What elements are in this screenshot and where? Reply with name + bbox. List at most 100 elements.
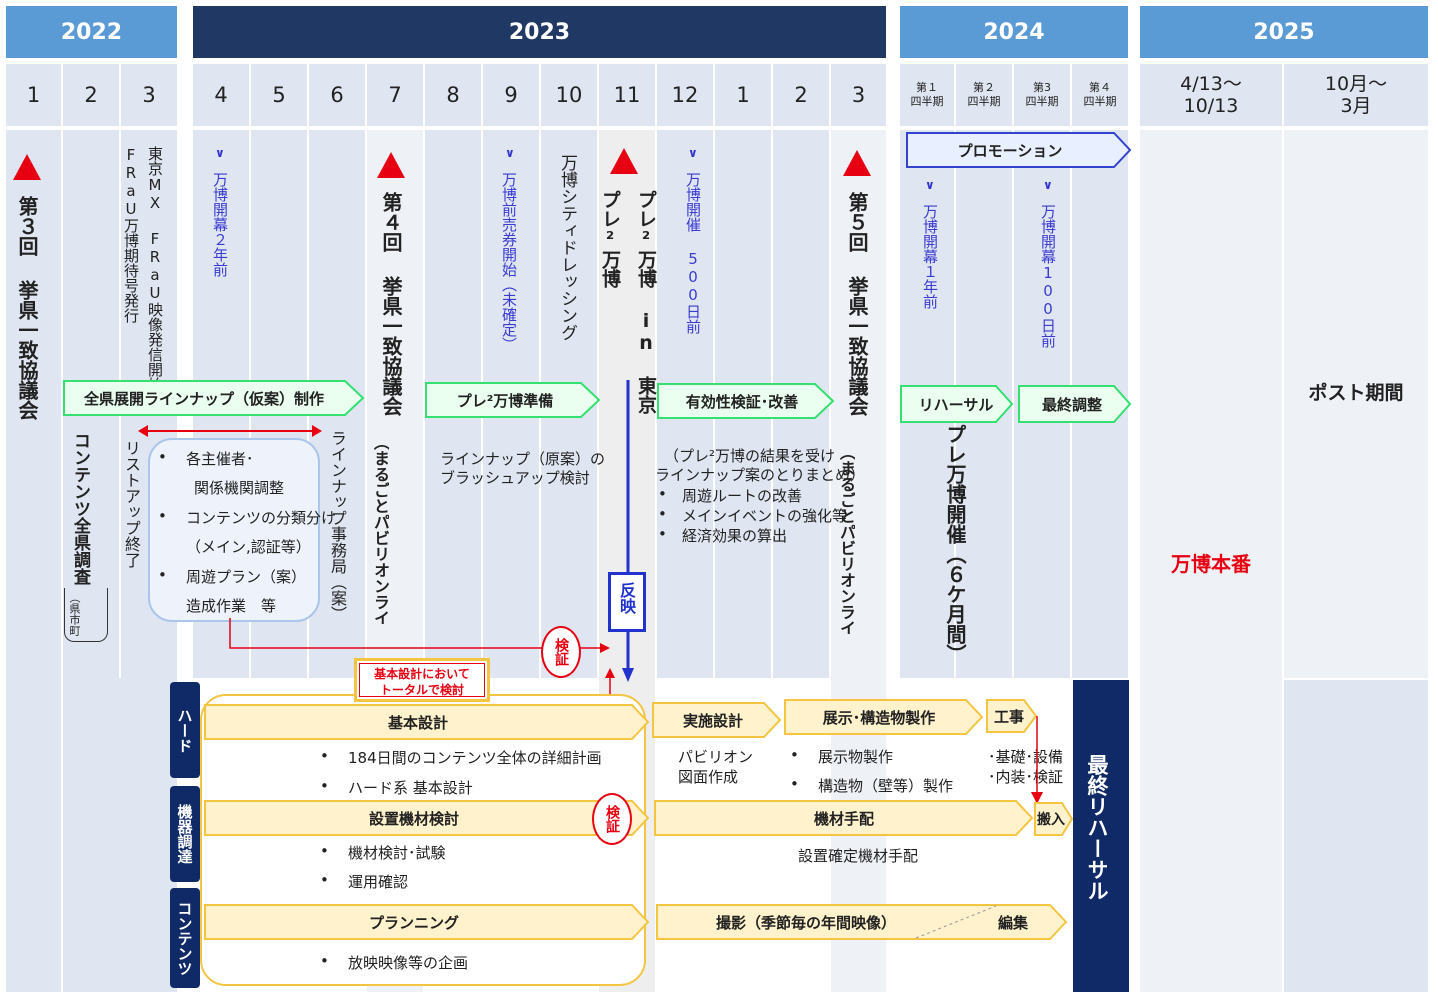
equipment-bullet-text: 機材検討･試験 xyxy=(348,844,446,862)
hard-bullet: • xyxy=(320,747,329,765)
secretariat-label: ラインナップ事務局（案） xyxy=(328,430,347,622)
verify-badge: 検証 xyxy=(592,793,632,845)
basic-design-band xyxy=(204,704,650,740)
total-note-line2: トータルで検討 xyxy=(379,683,464,697)
listup-label: リストアップ終了 xyxy=(122,440,141,568)
pre-expo-label: プレ²万博 xyxy=(599,190,621,288)
chevron-down-icon: ∨ xyxy=(505,146,515,160)
chevron-down-icon: ∨ xyxy=(215,146,225,160)
filming-label: 撮影（季節毎の年間映像） xyxy=(715,913,896,932)
final-rehearsal-block xyxy=(1073,680,1129,992)
equipment-bullet: • xyxy=(320,842,329,860)
year-2024: 2024 xyxy=(900,6,1128,58)
editing-label: 編集 xyxy=(997,913,1028,932)
procure-band xyxy=(654,800,1034,836)
after-pre-bullet: • xyxy=(658,485,667,503)
construction-note: ･基礎･設備 xyxy=(988,748,1064,766)
month-2023-7: 7 xyxy=(367,64,423,126)
col-2025-b-lower xyxy=(1284,680,1428,992)
month-2023-5: 5 xyxy=(251,64,307,126)
exec-note: 図面作成 xyxy=(678,768,739,786)
exhibit-bullet: • xyxy=(790,775,799,793)
after-pre-item: メインイベントの強化等 xyxy=(682,507,848,525)
exhibit-bullet: • xyxy=(790,746,799,764)
total-note-box xyxy=(354,658,490,702)
promotion-label: プロモーション xyxy=(957,141,1063,160)
col-jan-2022 xyxy=(6,130,61,992)
promotion-band xyxy=(906,132,1132,168)
survey-sub-box xyxy=(64,588,108,642)
rehearsal-band xyxy=(900,385,1014,423)
chevron-down-icon: ∨ xyxy=(688,146,698,160)
hard-bullet-text: ハード系 基本設計 xyxy=(348,779,473,797)
final-rehearsal-label: 最終リハーサル xyxy=(1085,754,1109,901)
lineup-bullet: • xyxy=(158,566,167,584)
month-2023-4: 4 xyxy=(193,64,249,126)
construction-arrow xyxy=(1031,716,1043,804)
city-dressing-label: 万博シティドレッシング xyxy=(557,154,577,341)
hard-bullet: • xyxy=(320,777,329,795)
month-2023-9: 9 xyxy=(483,64,539,126)
chevron-down-icon: ∨ xyxy=(925,178,935,192)
after-pre-bullet: • xyxy=(658,505,667,523)
month-2022-2: 2 xyxy=(63,64,119,126)
after-pre-text: ラインナップ案のとりまとめ） xyxy=(655,466,866,484)
validation-label: 有効性検証･改善 xyxy=(685,392,799,411)
col-mar-2024 xyxy=(831,130,886,992)
expo-main-label: 万博本番 xyxy=(1171,552,1251,576)
equipment-review-label: 設置機材検討 xyxy=(368,809,459,828)
exec-design-label: 実施設計 xyxy=(682,711,743,730)
total-note-line1: 基本設計において xyxy=(374,667,470,681)
council5-label: 第５回 挙県一致協議会 xyxy=(845,192,869,416)
month-2023-8: 8 xyxy=(425,64,481,126)
lineup-text: 周遊プラン（案） xyxy=(186,568,307,586)
lower-area-left xyxy=(63,678,177,992)
chevron-down-icon: ∨ xyxy=(1043,178,1053,192)
brushup-text: ブラッシュアップ検討 xyxy=(440,469,590,487)
after-pre-bullet: • xyxy=(658,525,667,543)
expo-100-label: 万博開幕100日前 xyxy=(1039,204,1057,348)
year-2023: 2023 xyxy=(193,6,886,58)
tab-contents: コンテンツ xyxy=(170,888,200,988)
pre-expo-6m-label: プレ万博開催（６ケ月間） xyxy=(943,424,967,664)
month-2024-2: 2 xyxy=(773,64,829,126)
post-period-label: ポスト期間 xyxy=(1308,382,1404,404)
lineup-bullet: • xyxy=(158,507,167,525)
after-pre-text: （プレ²万博の結果を受け xyxy=(664,447,836,465)
equipment-bullet-text: 運用確認 xyxy=(348,873,409,891)
col-2025-a xyxy=(1140,130,1282,992)
planning-band xyxy=(204,904,650,940)
lineup-bubble xyxy=(148,438,320,622)
construction-note: ･内装･検証 xyxy=(988,768,1064,786)
council3-label: 第３回 挙県一致協議会 xyxy=(15,196,39,420)
survey-sub: （県市町村団体等） xyxy=(68,592,81,636)
basic-design-label: 基本設計 xyxy=(387,713,448,732)
lineup-band xyxy=(63,380,365,416)
month-2023-12: 12 xyxy=(657,64,713,126)
carry-in-band xyxy=(1034,802,1074,836)
expo-1y-label: 万博開幕１年前 xyxy=(921,204,939,309)
range-arrow xyxy=(138,425,322,437)
lineup-text: （メイン,認証等） xyxy=(186,538,311,556)
lineup-draft-label: （まるごとパビリオンラインナップ原案） xyxy=(372,434,389,624)
milestone-triangle-council5 xyxy=(843,150,871,176)
planning-bullet: • xyxy=(320,952,329,970)
validation-band xyxy=(657,383,835,419)
exhibit-label: 展示･構造物製作 xyxy=(822,708,936,727)
verify-badge: 検証 xyxy=(541,626,581,678)
after-pre-item: 周遊ルートの改善 xyxy=(682,487,803,505)
final-adjust-label: 最終調整 xyxy=(1041,395,1102,414)
council4-label: 第４回 挙県一致協議会 xyxy=(379,192,403,416)
ticket-sale-label: 万博前売券開始（未確定） xyxy=(500,172,518,352)
month-2024-1: 1 xyxy=(715,64,771,126)
expo-2y-label: 万博開幕２年前 xyxy=(211,172,229,277)
brushup-text: ラインナップ（原案）の xyxy=(440,450,606,468)
planning-label: プランニング xyxy=(368,913,459,932)
tab-equipment: 機器調達 xyxy=(170,786,200,882)
lineup-bullet: • xyxy=(158,448,167,466)
period-2025-post: 10月～3月 xyxy=(1284,64,1428,126)
equipment-review-band xyxy=(204,800,650,836)
